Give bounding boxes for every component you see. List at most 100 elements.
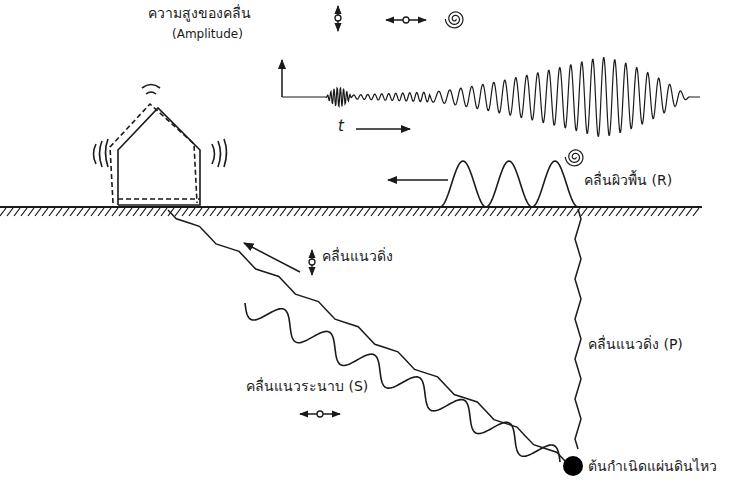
vibration-marks xyxy=(94,139,109,167)
ground-hatch-stroke xyxy=(224,208,230,216)
ground-hatch-stroke xyxy=(56,208,62,216)
ground-hatch-stroke xyxy=(497,208,503,216)
ground-hatch-stroke xyxy=(126,208,132,216)
vibration-marks xyxy=(142,85,160,95)
ground-hatch-stroke xyxy=(175,208,181,216)
ground-hatch-stroke xyxy=(602,208,608,216)
ground-hatch-stroke xyxy=(679,208,685,216)
ground-hatch-stroke xyxy=(504,208,510,216)
ground-hatch-stroke xyxy=(7,208,13,216)
horizontal-motion-symbol xyxy=(403,17,409,23)
ground-hatch-stroke xyxy=(399,208,405,216)
ground-hatch-stroke xyxy=(21,208,27,216)
ground-hatch-stroke xyxy=(98,208,104,216)
ground-hatch-stroke xyxy=(70,208,76,216)
ground-hatch-stroke xyxy=(581,208,587,216)
ground-hatch-stroke xyxy=(385,208,391,216)
ground-hatch-stroke xyxy=(63,208,69,216)
ground-hatch-stroke xyxy=(665,208,671,216)
ground-hatch-stroke xyxy=(0,208,6,216)
ground-hatch-stroke xyxy=(455,208,461,216)
ground-hatch-stroke xyxy=(280,208,286,216)
ground-hatch-stroke xyxy=(511,208,517,216)
ground-hatch-stroke xyxy=(35,208,41,216)
ground-hatch-stroke xyxy=(308,208,314,216)
ground-hatch-stroke xyxy=(182,208,188,216)
ground-hatch-stroke xyxy=(364,208,370,216)
ground-hatch-stroke xyxy=(567,208,573,216)
ground-hatch-stroke xyxy=(448,208,454,216)
vibration-marks xyxy=(212,139,227,167)
s-wave xyxy=(245,303,560,462)
ground-hatch-stroke xyxy=(84,208,90,216)
ground-hatch-stroke xyxy=(539,208,545,216)
ground-hatch-stroke xyxy=(322,208,328,216)
ground-hatch-stroke xyxy=(595,208,601,216)
vertical-motion-symbol xyxy=(335,15,341,21)
ground-hatch-stroke xyxy=(245,208,251,216)
ground-hatch-stroke xyxy=(203,208,209,216)
wave-label: คลื่นแนวดิ่ง xyxy=(322,248,393,265)
ground-hatch-stroke xyxy=(651,208,657,216)
ground-hatch-stroke xyxy=(441,208,447,216)
ground-hatch-stroke xyxy=(287,208,293,216)
ground-hatch-stroke xyxy=(378,208,384,216)
ground-hatch-stroke xyxy=(490,208,496,216)
ground-hatch-stroke xyxy=(546,208,552,216)
ground-hatch-stroke xyxy=(28,208,34,216)
house-floor-dashed xyxy=(118,198,200,200)
body-wave-direction-arrow xyxy=(244,243,300,272)
ground-hatch-stroke xyxy=(406,208,412,216)
ground-hatch-stroke xyxy=(637,208,643,216)
ground-hatch-stroke xyxy=(336,208,342,216)
ground-hatch-stroke xyxy=(392,208,398,216)
ground-hatch-stroke xyxy=(672,208,678,216)
wave-drawings xyxy=(168,12,700,462)
ground-hatch-stroke xyxy=(14,208,20,216)
ground-hatch-stroke xyxy=(588,208,594,216)
time-label: t xyxy=(338,117,344,135)
ground-hatch-stroke xyxy=(266,208,272,216)
time-arrow xyxy=(356,128,410,130)
ground-hatch-stroke xyxy=(343,208,349,216)
house xyxy=(94,85,227,206)
amplitude-label: (Amplitude) xyxy=(172,27,243,41)
ground-hatch-stroke xyxy=(686,208,692,216)
ground-hatch-stroke xyxy=(630,208,636,216)
ground-hatch-stroke xyxy=(693,208,699,216)
ground-line xyxy=(0,206,702,208)
seismogram-trace xyxy=(282,58,700,136)
ground-hatch-stroke xyxy=(658,208,664,216)
house-sway-outline xyxy=(110,104,197,203)
surface-wave xyxy=(440,161,578,207)
house-outline xyxy=(118,108,200,205)
ground-hatch-stroke xyxy=(518,208,524,216)
rotational-motion-symbol xyxy=(565,150,583,166)
ground-hatch-stroke xyxy=(189,208,195,216)
ground-hatch-stroke xyxy=(616,208,622,216)
ground-hatch-stroke xyxy=(105,208,111,216)
ground-hatch-stroke xyxy=(91,208,97,216)
ground-hatch-stroke xyxy=(42,208,48,216)
wave-label: คลื่นแนวระนาบ (S) xyxy=(246,378,368,395)
ground-hatch-stroke xyxy=(147,208,153,216)
ground-hatch-stroke xyxy=(133,208,139,216)
ground-hatch-stroke xyxy=(140,208,146,216)
ground-hatch-stroke xyxy=(238,208,244,216)
ground-hatch-stroke xyxy=(532,208,538,216)
ground-hatch-stroke xyxy=(294,208,300,216)
rotational-motion-symbol xyxy=(445,12,463,28)
ground-hatch xyxy=(0,208,699,216)
ground-hatch-stroke xyxy=(77,208,83,216)
ground-hatch-stroke xyxy=(154,208,160,216)
ground-hatch-stroke xyxy=(644,208,650,216)
ground-hatch-stroke xyxy=(49,208,55,216)
ground-hatch-stroke xyxy=(420,208,426,216)
ground-hatch-stroke xyxy=(357,208,363,216)
ground-hatch-stroke xyxy=(112,208,118,216)
ground-hatch-stroke xyxy=(161,208,167,216)
ground-hatch-stroke xyxy=(301,208,307,216)
ground-hatch-stroke xyxy=(210,208,216,216)
